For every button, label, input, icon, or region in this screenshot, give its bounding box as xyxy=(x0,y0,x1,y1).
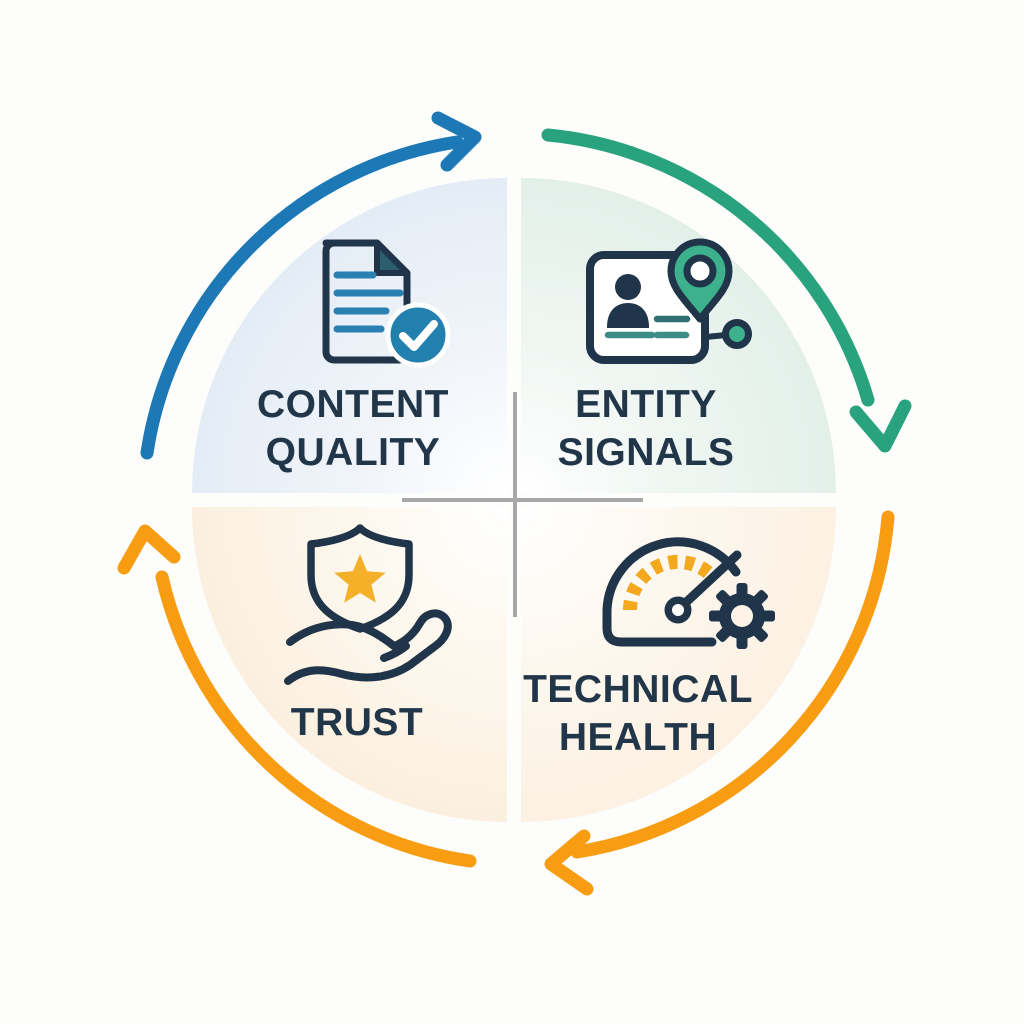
document-text-lines xyxy=(333,271,404,333)
connector-node xyxy=(722,319,752,349)
quadrant-label-content-quality: CONTENT QUALITY xyxy=(257,383,449,474)
gear-icon xyxy=(709,583,775,649)
hand-icon xyxy=(284,609,452,685)
star-icon xyxy=(334,554,386,603)
arrowhead-left-icon xyxy=(544,829,594,896)
check-badge-icon xyxy=(385,302,451,368)
arrowhead-down-icon xyxy=(849,399,912,453)
location-pin-icon xyxy=(667,238,733,323)
cycle-arrow-top-left xyxy=(140,111,482,460)
folded-corner xyxy=(374,240,410,276)
quadrant-bg-technical-health xyxy=(521,507,836,822)
cycle-arrow-bottom-right xyxy=(544,510,895,896)
arrowhead-right-icon xyxy=(431,111,482,172)
shield-star-in-hand-icon xyxy=(284,524,452,685)
gauge-needle xyxy=(676,550,742,612)
quadrant-backgrounds xyxy=(192,178,836,822)
card-text-lines xyxy=(604,315,691,339)
document-check-icon xyxy=(322,239,451,368)
quadrant-label-entity-signals: ENTITY SIGNALS xyxy=(557,383,735,474)
speedometer-gear-icon xyxy=(602,537,775,649)
arrowhead-up-icon xyxy=(117,524,181,575)
quadrant-bg-trust xyxy=(192,507,507,822)
center-crosshair-icon xyxy=(402,392,643,617)
quadrant-label-technical-health: TECHNICAL HEALTH xyxy=(523,668,753,759)
cycle-arrow-top-right xyxy=(541,128,912,453)
quadrant-label-trust: TRUST xyxy=(290,701,424,744)
gauge-tick-arc xyxy=(622,554,717,611)
gauge-outline xyxy=(602,537,741,647)
person-icon xyxy=(607,274,649,328)
id-card-location-pin-icon xyxy=(586,238,752,364)
cycle-arrow-bottom-left xyxy=(117,524,477,868)
quadrant-bg-content-quality xyxy=(192,178,507,493)
